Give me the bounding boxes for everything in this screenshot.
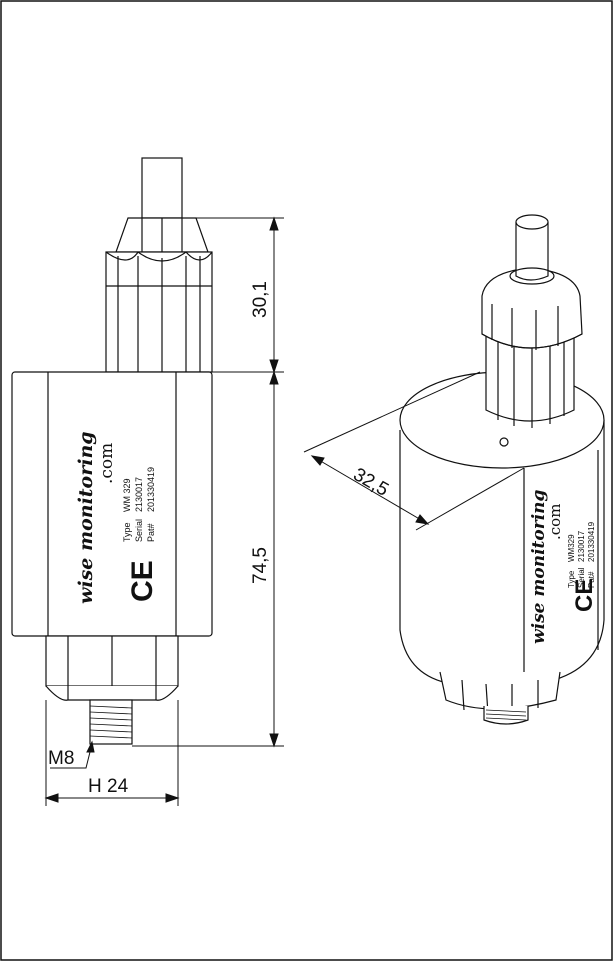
iso-serial-label: Serial bbox=[577, 567, 586, 588]
front-probe-rod bbox=[141, 157, 183, 219]
dim-thread: M8 bbox=[48, 748, 74, 769]
dim-wrench-size: H 24 bbox=[88, 776, 129, 797]
iso-domain-text: .com bbox=[546, 504, 564, 540]
iso-dimension-lines bbox=[303, 371, 525, 531]
iso-brand-text: wise monitoring bbox=[529, 489, 549, 644]
iso-lower-hex bbox=[439, 671, 561, 710]
iso-type-label: Type bbox=[567, 570, 576, 588]
iso-probe-rod bbox=[515, 222, 549, 281]
dim-hex-height: 30,1 bbox=[250, 281, 271, 318]
front-pat-label: Pat# bbox=[146, 523, 156, 542]
front-pat-value: 201330419 bbox=[146, 467, 156, 512]
front-type-label: Type bbox=[122, 522, 132, 542]
iso-type-value: WM329 bbox=[567, 534, 576, 562]
front-label: wise monitoring .com Type Serial Pat# WM… bbox=[75, 431, 156, 604]
front-brand-text: wise monitoring bbox=[75, 431, 97, 604]
dim-diameter: 32,5 bbox=[350, 464, 393, 501]
front-hex-nut bbox=[105, 251, 213, 373]
front-dimension-lines bbox=[44, 216, 284, 806]
iso-pat-value: 201330419 bbox=[587, 521, 596, 562]
front-ce-mark: CE bbox=[126, 560, 159, 602]
iso-view bbox=[399, 214, 605, 725]
front-serial-label: Serial bbox=[134, 519, 144, 542]
iso-ce-mark: CE bbox=[571, 579, 598, 612]
iso-hex-nut bbox=[485, 336, 575, 422]
front-view bbox=[11, 157, 213, 745]
iso-pat-label: Pat# bbox=[587, 571, 596, 588]
front-housing bbox=[11, 371, 213, 637]
dim-body-length: 74,5 bbox=[250, 547, 271, 584]
front-serial-value: 2130017 bbox=[134, 477, 144, 512]
front-domain-text: .com bbox=[97, 443, 117, 484]
front-type-value: WM 329 bbox=[122, 478, 132, 512]
iso-serial-value: 2130017 bbox=[577, 530, 586, 562]
iso-label: wise monitoring .com Type Serial Pat# WM… bbox=[529, 489, 596, 644]
